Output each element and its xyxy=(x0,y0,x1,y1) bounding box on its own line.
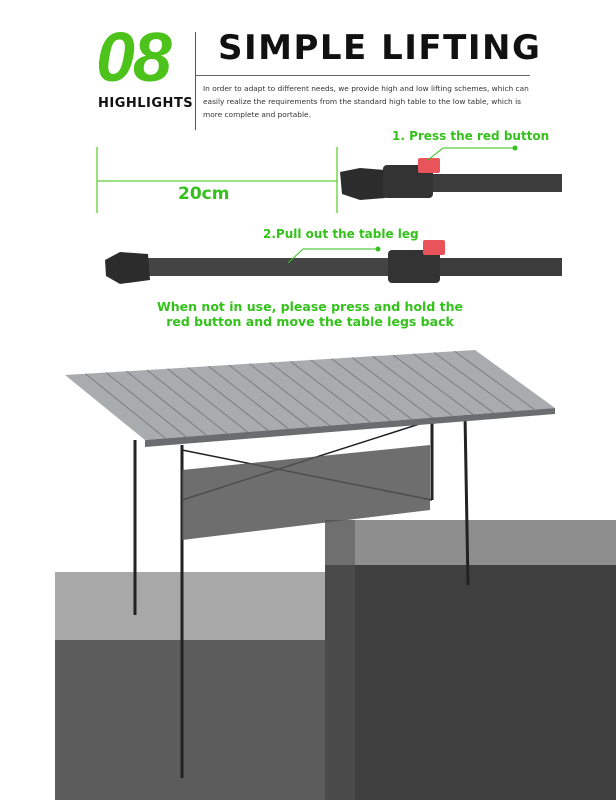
table-leg-retracted xyxy=(340,158,562,200)
table-slat xyxy=(392,354,474,415)
table-slat xyxy=(105,372,187,438)
red-button-icon xyxy=(423,240,445,255)
dimension-marker xyxy=(96,147,338,213)
table-slat xyxy=(269,362,351,425)
step1-label: 1. Press the red button xyxy=(392,129,550,143)
table-slat xyxy=(413,353,494,414)
table-slat xyxy=(167,368,248,433)
table-slat xyxy=(433,352,515,412)
table-slat xyxy=(454,350,535,411)
table-slat xyxy=(208,365,289,430)
divider xyxy=(196,75,530,76)
table-slat xyxy=(372,355,453,417)
table-slat xyxy=(85,373,166,439)
folding-table xyxy=(65,350,555,778)
table-slat xyxy=(228,364,310,428)
step2-label: 2.Pull out the table leg xyxy=(263,227,419,241)
table-slat xyxy=(146,369,228,434)
table-slat xyxy=(126,370,207,436)
highlight-number: 08 xyxy=(96,18,172,96)
red-button-icon xyxy=(418,158,440,173)
table-slat xyxy=(331,358,412,420)
table-slat xyxy=(290,360,371,423)
dimension-label: 20cm xyxy=(178,184,230,204)
page-title: SIMPLE LIFTING xyxy=(218,28,542,68)
table-slat xyxy=(351,357,433,418)
table-leg-extended xyxy=(105,240,562,284)
divider xyxy=(195,32,196,130)
highlights-label: HIGHLIGHTS xyxy=(98,96,194,111)
table-slat xyxy=(187,367,269,431)
step-scene xyxy=(55,505,616,800)
description: In order to adapt to different needs, we… xyxy=(203,84,529,119)
table-slat xyxy=(249,363,330,426)
table-slat xyxy=(310,359,392,422)
usage-note: When not in use, please press and hold t… xyxy=(157,299,463,329)
